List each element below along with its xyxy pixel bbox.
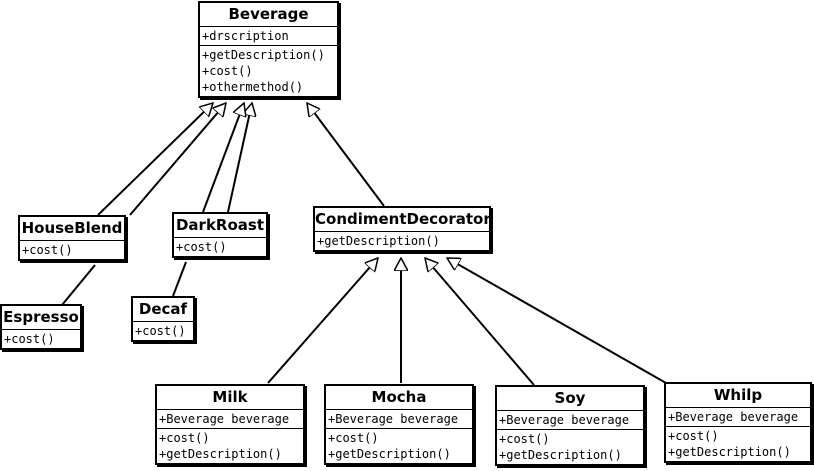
methods-section: +cost()	[133, 322, 193, 340]
edge-condiment-beverage	[307, 103, 385, 207]
class-soy[interactable]: Soy +Beverage beverage +cost() +getDescr…	[495, 385, 645, 466]
method: +getDescription()	[202, 48, 325, 62]
method: +cost()	[135, 324, 186, 338]
attributes-section: +Beverage beverage	[326, 410, 472, 429]
methods-section: +cost()	[2, 330, 80, 348]
attribute: +Beverage beverage	[328, 412, 459, 426]
class-houseblend[interactable]: HouseBlend +cost()	[18, 215, 126, 261]
method: +cost()	[328, 431, 379, 445]
methods-section: +cost()	[174, 238, 266, 256]
attributes-section: +Beverage beverage	[666, 408, 810, 427]
edge-decaf-beverage-lower	[172, 261, 187, 297]
class-name: Soy	[497, 387, 643, 411]
class-name: Whilp	[666, 384, 810, 408]
edge-milk-condiment	[267, 258, 378, 384]
attributes-section: +Beverage beverage	[157, 410, 303, 429]
methods-section: +getDescription()	[315, 232, 489, 250]
methods-section: +cost()	[20, 241, 124, 259]
method: +getDescription()	[159, 447, 282, 461]
edge-soy-condiment	[425, 258, 535, 386]
class-name: Decaf	[133, 298, 193, 322]
edge-darkroast-beverage	[227, 103, 252, 213]
attribute: +Beverage beverage	[668, 410, 799, 424]
method: +getDescription()	[317, 234, 440, 248]
class-espresso[interactable]: Espresso +cost()	[0, 304, 82, 350]
method: +cost()	[499, 432, 550, 446]
method: +cost()	[202, 64, 253, 78]
methods-section: +cost() +getDescription()	[497, 430, 643, 464]
class-name: CondimentDecorator	[315, 208, 491, 232]
class-decaf[interactable]: Decaf +cost()	[131, 296, 195, 342]
class-whilp[interactable]: Whilp +Beverage beverage +cost() +getDes…	[664, 382, 812, 463]
class-beverage[interactable]: Beverage +drscription +getDescription() …	[198, 1, 339, 98]
edge-whilp-condiment	[447, 257, 667, 384]
methods-section: +cost() +getDescription()	[326, 429, 472, 463]
methods-section: +cost() +getDescription()	[157, 429, 303, 463]
method: +cost()	[4, 332, 55, 346]
class-name: Milk	[157, 386, 303, 410]
method: +othermethod()	[202, 80, 304, 94]
class-name: Beverage	[200, 3, 337, 27]
class-name: DarkRoast	[174, 214, 266, 238]
method: +getDescription()	[668, 445, 791, 459]
method: +getDescription()	[328, 447, 451, 461]
class-name: HouseBlend	[20, 217, 124, 241]
attributes-section: +drscription	[200, 27, 337, 46]
method: +cost()	[176, 240, 227, 254]
attribute: +Beverage beverage	[159, 412, 290, 426]
class-name: Mocha	[326, 386, 472, 410]
edge-espresso-beverage-upper	[129, 103, 226, 216]
method: +cost()	[159, 431, 210, 445]
class-mocha[interactable]: Mocha +Beverage beverage +cost() +getDes…	[324, 384, 474, 465]
method: +cost()	[668, 429, 719, 443]
attributes-section: +Beverage beverage	[497, 411, 643, 430]
attribute: +Beverage beverage	[499, 413, 630, 427]
attribute: +drscription	[202, 29, 289, 43]
class-name: Espresso	[2, 306, 80, 330]
class-milk[interactable]: Milk +Beverage beverage +cost() +getDesc…	[155, 384, 305, 465]
class-condimentdecorator[interactable]: CondimentDecorator +getDescription()	[313, 206, 491, 252]
methods-section: +cost() +getDescription()	[666, 427, 810, 461]
methods-section: +getDescription() +cost() +othermethod()	[200, 46, 337, 96]
edge-decaf-beverage	[202, 103, 244, 213]
class-darkroast[interactable]: DarkRoast +cost()	[172, 212, 268, 258]
edge-houseblend-beverage	[97, 103, 213, 216]
method: +getDescription()	[499, 448, 622, 462]
edge-espresso-beverage	[61, 264, 96, 306]
method: +cost()	[22, 243, 73, 257]
